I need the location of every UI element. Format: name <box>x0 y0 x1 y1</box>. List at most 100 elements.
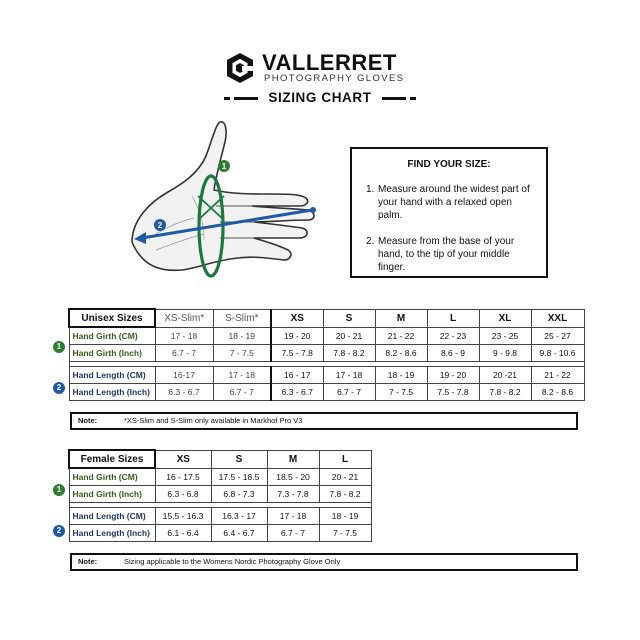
size-header: M <box>374 308 428 328</box>
table-cell: 17.5 - 18.5 <box>210 467 268 486</box>
table-cell: 18 - 19 <box>212 326 272 345</box>
size-header: XS <box>154 449 212 469</box>
table-cell: 7.5 - 7.8 <box>426 383 480 401</box>
table-cell: 17 - 18 <box>266 507 320 525</box>
table-cell: 18 - 19 <box>374 366 428 384</box>
table-cell: 18.5 - 20 <box>266 467 320 486</box>
female-size-table: Female Sizes XS S M L Hand Girth (CM) 16… <box>68 449 372 542</box>
marker-1-icon <box>218 160 230 172</box>
row-label: Hand Length (Inch) <box>68 383 156 401</box>
note-label: Note: <box>78 557 98 566</box>
table-row: Hand Girth (CM) 16 - 17.5 17.5 - 18.5 18… <box>68 467 372 486</box>
size-header: S <box>210 449 268 469</box>
row-label: Hand Length (Inch) <box>68 524 156 542</box>
table-cell: 7.8 - 8.2 <box>322 344 376 362</box>
size-header: S <box>322 308 376 328</box>
size-header: XL <box>478 308 532 328</box>
table-cell: 19 - 20 <box>270 326 324 345</box>
girth-marker-1-icon: 1 <box>53 341 65 353</box>
heading-rule <box>224 97 230 100</box>
heading-rule <box>410 97 416 100</box>
girth-marker-1-icon: 1 <box>53 484 65 496</box>
table-cell: 19 - 20 <box>426 366 480 384</box>
table-cell: 20 -21 <box>478 366 532 384</box>
table-cell: 22 - 23 <box>426 326 480 345</box>
table-cell: 7.8 - 8.2 <box>478 383 532 401</box>
row-label: Hand Length (CM) <box>68 366 156 384</box>
table-cell: 23 - 25 <box>478 326 532 345</box>
step-number: 2. <box>366 236 375 247</box>
instruction-step: 2. Measure from the base of your hand, t… <box>366 235 538 274</box>
table-cell: 17 - 18 <box>322 366 376 384</box>
marker-1-label: 1 <box>222 162 227 171</box>
size-header: S-Slim* <box>212 308 272 328</box>
sizing-chart-heading: SIZING CHART <box>224 89 416 109</box>
step-text: Measure around the widest part of your h… <box>378 184 530 221</box>
table-row: Hand Girth (Inch) 6.7 - 7 7 - 7.5 7.5 - … <box>68 344 585 362</box>
table-cell: 9 - 9.8 <box>478 344 532 362</box>
unisex-note: Note: *XS-Slim and S-Slim only available… <box>70 412 578 430</box>
row-label: Hand Length (CM) <box>68 507 156 525</box>
marker-2-icon <box>154 219 166 231</box>
table-cell: 6.3 - 6.7 <box>154 383 214 401</box>
table-cell: 6.3 - 6.7 <box>270 383 324 401</box>
table-cell: 6.4 - 6.7 <box>210 524 268 542</box>
find-size-title: FIND YOUR SIZE: <box>407 159 491 170</box>
note-label: Note: <box>78 416 98 425</box>
marker-2-label: 2 <box>158 221 163 230</box>
table-cell: 8.6 - 9 <box>426 344 480 362</box>
brand-tagline: PHOTOGRAPHY GLOVES <box>264 73 405 84</box>
size-header: M <box>266 449 320 469</box>
table-row: Hand Length (CM) 16-17 17 - 18 16 - 17 1… <box>68 366 585 384</box>
find-your-size-box: FIND YOUR SIZE: 1. Measure around the wi… <box>350 147 548 278</box>
table-cell: 16.3 - 17 <box>210 507 268 525</box>
instruction-step: 1. Measure around the widest part of you… <box>366 183 538 222</box>
table-cell: 9.8 - 10.6 <box>530 344 585 362</box>
row-label: Hand Girth (Inch) <box>68 485 156 503</box>
length-measure-arrow <box>141 208 313 240</box>
heading-text: SIZING CHART <box>268 90 372 105</box>
table-cell: 20 - 21 <box>322 326 376 345</box>
table-cell: 6.7 - 7 <box>154 344 214 362</box>
table-cell: 7 - 7.5 <box>318 524 372 542</box>
note-text: *XS-Slim and S-Slim only available in Ma… <box>124 416 303 425</box>
table-cell: 16 - 17.5 <box>154 467 212 486</box>
table-cell: 7.5 - 7.8 <box>270 344 324 362</box>
table-cell: 6.3 - 6.8 <box>154 485 212 503</box>
table-cell: 25 - 27 <box>530 326 585 345</box>
table-row: Hand Girth (Inch) 6.3 - 6.8 6.8 - 7.3 7.… <box>68 485 372 503</box>
table-cell: 7.8 - 8.2 <box>318 485 372 503</box>
table-row: Hand Girth (CM) 17 - 18 18 - 19 19 - 20 … <box>68 326 585 345</box>
table-cell: 16-17 <box>154 366 214 384</box>
table-cell: 15.5 - 16.3 <box>154 507 212 525</box>
vallerret-logo-icon <box>227 53 254 83</box>
size-header: L <box>318 449 372 469</box>
table-cell: 8.2 - 8.6 <box>530 383 585 401</box>
table-cell: 20 - 21 <box>318 467 372 486</box>
row-label: Hand Girth (CM) <box>68 326 156 345</box>
hand-measurement-illustration: 1 2 <box>131 121 316 278</box>
heading-rule <box>382 97 406 100</box>
note-text: Sizing applicable to the Womens Nordic P… <box>124 557 341 566</box>
size-header: XS <box>270 308 324 328</box>
table-cell: 6.8 - 7.3 <box>210 485 268 503</box>
table-cell: 7 - 7.5 <box>374 383 428 401</box>
table-cell: 6.7 - 7 <box>322 383 376 401</box>
length-marker-2-icon: 2 <box>53 382 65 394</box>
heading-rule <box>234 97 258 100</box>
table-name: Unisex Sizes <box>68 308 156 328</box>
table-row: Hand Length (Inch) 6.1 - 6.4 6.4 - 6.7 6… <box>68 524 372 542</box>
unisex-size-table: Unisex Sizes XS-Slim* S-Slim* XS S M L X… <box>68 308 585 401</box>
table-cell: 17 - 18 <box>154 326 214 345</box>
step-text: Measure from the base of your hand, to t… <box>378 236 515 273</box>
row-label: Hand Girth (CM) <box>68 467 156 486</box>
table-name: Female Sizes <box>68 449 156 469</box>
row-label: Hand Girth (Inch) <box>68 344 156 362</box>
table-cell: 16 - 17 <box>270 366 324 384</box>
table-row: Hand Length (Inch) 6.3 - 6.7 6.7 - 7 6.3… <box>68 383 585 401</box>
female-note: Note: Sizing applicable to the Womens No… <box>70 553 578 571</box>
table-cell: 6.1 - 6.4 <box>154 524 212 542</box>
table-cell: 18 - 19 <box>318 507 372 525</box>
size-header: XXL <box>530 308 585 328</box>
table-cell: 8.2 - 8.6 <box>374 344 428 362</box>
